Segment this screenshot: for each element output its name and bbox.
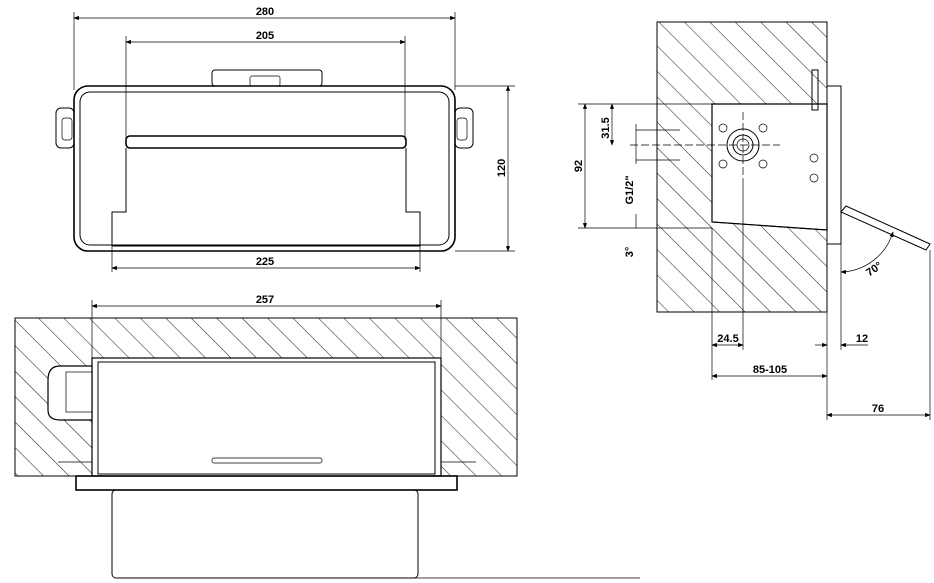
dim-225: 225 [256, 256, 274, 268]
dim-120: 120 [496, 159, 508, 177]
dim-257: 257 [256, 294, 274, 306]
dim-205: 205 [256, 30, 274, 42]
angle-70: 70° [864, 260, 885, 279]
dim-85-105: 85-105 [753, 364, 787, 376]
side-view: 92 31.5 G1/2" 3° 24.5 12 85-105 76 70° [573, 21, 931, 420]
top-view: 257 [14, 294, 640, 579]
dim-24-5: 24.5 [717, 333, 738, 345]
dim-92: 92 [573, 160, 585, 172]
dim-76: 76 [872, 403, 884, 415]
dim-280: 280 [256, 6, 274, 18]
front-view: 280 205 120 225 [55, 6, 515, 272]
dim-31-5: 31.5 [600, 117, 612, 138]
dim-12: 12 [856, 333, 868, 345]
tilt-label: 3° [624, 247, 636, 258]
thread-label: G1/2" [624, 175, 636, 204]
